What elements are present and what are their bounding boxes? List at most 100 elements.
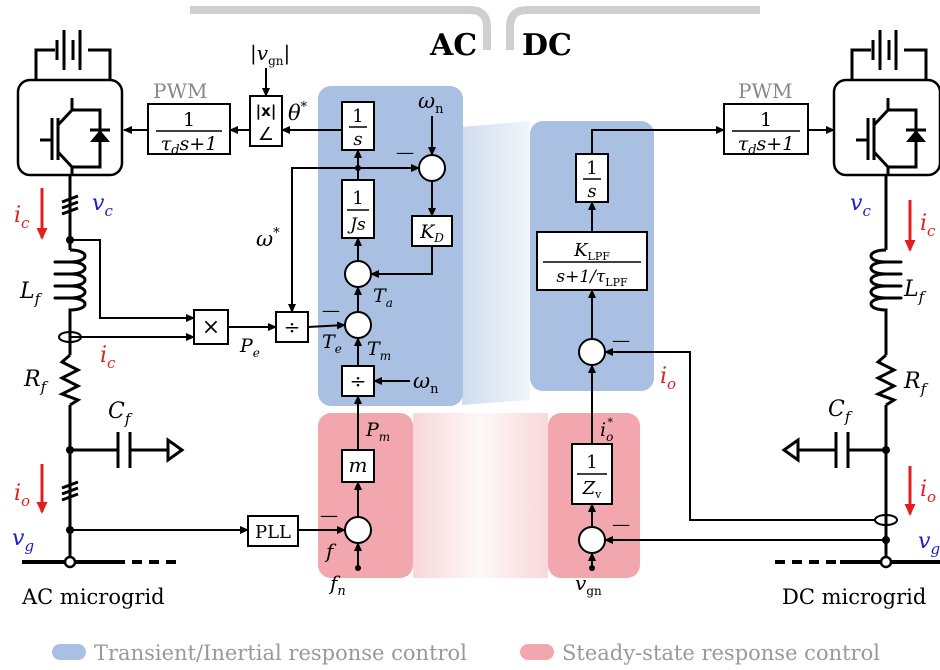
dc-pwm-den: τds+1 [738,133,795,158]
ac-div-to-sumTe [307,321,346,330]
ac-Lf-label: Lf [19,279,43,308]
ac-Tm-label: Tm [367,338,391,363]
red-connector-shade [413,413,548,578]
dc-battery-icon [850,30,928,80]
ac-omega-star-line [288,167,358,313]
ac-inertia-block [341,179,375,239]
dc-Lf-label: Lf [903,277,927,306]
ac-Te-label: Te [322,331,342,356]
ac-vc-to-mult [70,239,195,322]
dc-lpf-num: KLPF [573,240,610,263]
dc-inductor-icon [869,248,903,320]
legend-swatch-steady [520,644,554,660]
ac-theta-label: θ* [288,100,308,125]
ac-angle-text: ∠ [258,124,274,145]
ac-mult-block [193,309,229,345]
dc-panel-title: DC [522,28,572,63]
ac-inverter-icon [16,78,124,177]
ac-vgn-abs-label: |vgn| [250,41,290,68]
dc-vg-label: vg [918,529,940,558]
dc-Cf-label: Cf [828,397,853,426]
ac-inductor-icon [53,248,87,320]
ac-int-den: s [353,129,362,150]
legend: Transient/Inertial response control Stea… [52,641,880,665]
ac-capacitor-icon [70,432,168,468]
ac-Rf-label: Rf [23,367,49,396]
ac-sum-Te-minus: — [322,300,340,321]
dc-int-to-pwm [591,126,725,154]
dc-io-label: io [920,477,936,506]
dc-vimp-num: 1 [586,452,597,473]
dc-vgn-label: vgn [575,571,602,598]
ac-inertia-den: Js [347,215,366,235]
legend-swatch-transient [52,644,86,660]
ac-Pm-label: Pm [365,419,390,444]
dc-microgrid-label: DC microgrid [782,585,926,609]
legend-label-steady: Steady-state response control [562,641,880,665]
ac-div2-text: ÷ [350,369,367,393]
ac-abs-angle-block [249,95,283,147]
ac-integrator-block [341,101,375,151]
ac-droop-text: m [349,453,368,477]
dc-io-star-label: io* [600,416,613,444]
ac-pll-block [247,515,299,547]
ac-pwm-den: τds+1 [161,133,218,158]
ac-omega-star-label: ω* [256,226,280,251]
ac-io-label: io [14,481,30,510]
blue-connector-shade [462,121,530,405]
ac-vg-label: vg [12,526,34,555]
ac-Ta-label: Ta [373,285,393,310]
dc-converter-icon [832,78,940,177]
dc-pwm-num: 1 [760,109,772,131]
dc-io-feedback-line [604,348,876,521]
ac-vc-label: vc [92,191,113,220]
dc-io-fb-label: io [660,364,676,393]
ac-damping-text: KD [419,221,444,245]
ac-mult-text: × [202,315,220,340]
ac-omega-n2-label: ωn [413,369,439,397]
ac-pwm-num: 1 [183,109,195,131]
ac-resistor-icon [58,353,82,407]
dc-ic-label: ic [920,211,936,240]
dc-capacitor-icon [798,432,886,468]
dc-Rf-label: Rf [903,369,929,398]
ac-sum-Ta [344,260,372,288]
ac-abs-text: |x| [256,102,277,121]
dc-sum-voltage [578,526,606,554]
ac-battery-icon [34,30,112,80]
dc-int-num: 1 [586,158,597,179]
dc-pwm-label: PWM [738,79,793,103]
ac-inertia-num: 1 [352,188,363,209]
dc-bus [775,555,940,569]
ac-div1-text: ÷ [284,315,301,339]
ac-ic-label: ic [14,203,30,232]
ac-ic2-label: ic [100,343,116,372]
dc-sum-voltage-minus: — [612,514,630,535]
ac-bus [22,555,180,569]
ac-sum-omega [418,154,446,182]
dc-vgn-node [589,565,595,571]
dc-ground-icon [781,437,800,463]
ac-pwm-label: PWM [153,79,208,103]
ac-microgrid-label: AC microgrid [21,585,165,609]
ac-pwm-block [147,103,231,155]
ac-Cf-label: Cf [108,399,133,428]
ac-sum-Te [344,311,372,339]
dc-resistor-icon [874,353,898,407]
panel-outlines [190,6,760,50]
dc-vimp-den: Zv [582,478,603,501]
ac-nodes [66,236,74,534]
ac-damping-to-sumTa [370,246,433,278]
ac-power-line [61,175,79,560]
dc-sum-current-minus: — [612,330,630,351]
ac-Pe-label: Pe [239,335,260,360]
ac-omega-n-label: ωn [418,89,444,117]
legend-label-transient: Transient/Inertial response control [94,641,467,665]
dc-sum-current [578,338,606,366]
ac-int-num: 1 [352,106,363,127]
ac-panel-title: AC [429,28,477,63]
ac-sum-omega-minus: — [396,142,414,163]
ac-sum-f [344,516,372,544]
ac-ground-icon [166,437,185,463]
